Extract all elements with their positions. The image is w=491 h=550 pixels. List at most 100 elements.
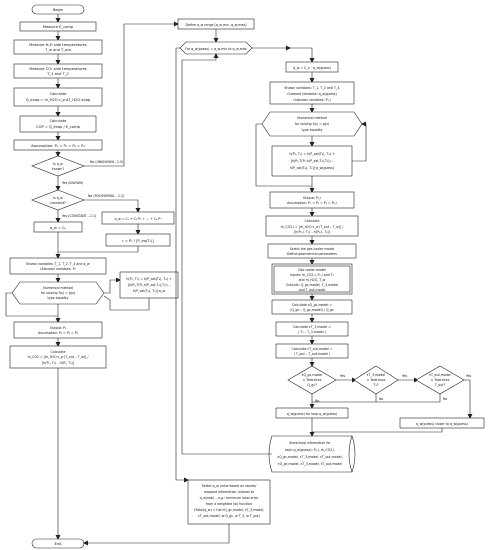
store-line3: εQ_gc,model, εT_3,model, εT_out,model, [277, 455, 342, 459]
measure-h2o-line1: Measure H₂O side temperatures [29, 43, 87, 47]
next-left-label: q_w(guess) for loop q_w(guess) [287, 412, 337, 416]
calc-cop-line2: COP = Q_evap / Ė_comp [36, 124, 80, 129]
select-final-line2: mapped information (closest to [204, 490, 254, 494]
eq-left-line1: h(P₂, T₂) = h(P_sat(T₄), T₄) + [126, 277, 172, 281]
q-constant-line2: constant? [50, 201, 66, 205]
yes-constant-label: Yes (CONSTANT - 2.1) [62, 214, 96, 218]
calc-cop-line1: Calculate [50, 119, 68, 123]
numerical-right-line1: Numerical method [297, 116, 327, 120]
calc-m-left-line3: [h(P₂, T₂) – h(P₂, T₃)] [42, 361, 74, 365]
d2-no: No [379, 397, 383, 401]
r-label: r = P₂ / [P_eq(T₂)] [122, 239, 154, 243]
select-model-line1: Select the gas cooler model [290, 247, 335, 251]
numerical-left-line1: Numerical method [43, 286, 73, 290]
d1-line2: < Tolerance [303, 378, 322, 382]
d1-line1: εQ_gc,model [302, 373, 323, 377]
q-constant-decision [31, 189, 85, 211]
output-right-box [269, 191, 355, 209]
gc-model-box [271, 263, 353, 295]
calc-etout-line1: Calculate εT_out,model = [291, 347, 332, 351]
eq-left-line2: [h(P₂,T(P₂,h(P_sat,T₄),T₂)) – [128, 283, 171, 287]
d3-line1: εT_out,model [429, 373, 451, 377]
q-known-line1: Is q_w [53, 162, 63, 166]
define-range-label: Define q_w range [q_w,min, q_w,max] [186, 23, 247, 27]
calc-eq-line2: (Q_gc – Q_gc,model) / Q_gc [290, 308, 334, 312]
select-final-box [187, 479, 271, 525]
d1-yes: Yes [340, 374, 345, 378]
measure-co2-line1: Measure CO₂ side temperatures [29, 67, 86, 71]
select-final-line5: εTotal(q_w) = f(w·εQ_gc,model, εT_3,mode… [194, 508, 264, 512]
gc-model-line3: and ṁ_H2O, T_w [299, 278, 326, 282]
store-line1: Store/map information for [289, 441, 331, 445]
numerical-left-line2: for solving f(x) = g(x) [41, 291, 75, 295]
gc-model-line2: Inputs: ṁ_CO2,i, P₂,i and T₂ [290, 273, 334, 277]
known-vars-right-line2: Guessed variables: q_w(guess) [287, 92, 336, 96]
d2-line2: < Tolerance [367, 378, 386, 382]
select-final-line4: from a weighted (w) function [206, 502, 252, 506]
calc-q-box [13, 87, 103, 107]
measure-h2o-line2: T_w and T_out [44, 48, 71, 52]
eq-box-left [119, 271, 179, 299]
eq-left-line3: h(P_sat(T₄), T₂)]·q_w [133, 289, 166, 293]
d2-line3: T₃? [373, 383, 379, 387]
d3-yes: Yes [466, 374, 471, 378]
calc-m-left-line2: ṁ_CO2 = [ṁ_H2O·c_p·(T_out – T_w)] / [28, 355, 90, 359]
known-vars-right-line1: Known variables: T_1, T_2 and T_4 [284, 86, 339, 90]
qw-c0-label: q_w = C₀ [50, 226, 67, 230]
calc-etout-line2: | T_out – T_out,model | [294, 352, 330, 356]
yes-known-label: Yes (KNOWN) [62, 181, 83, 185]
known-vars-line2: Unknown variables: P₂ [40, 267, 76, 271]
d3-line2: < Tolerance [431, 378, 450, 382]
d1-no: No [315, 399, 319, 403]
assumption1-label: Assumption: P₁ = P₂ = P₃ = P₄ [31, 144, 85, 148]
gc-model-line1: Gas cooler model [298, 268, 326, 272]
q-known-decision [31, 155, 85, 177]
measure-ecomp-label: Measure Ė_comp [43, 24, 74, 29]
no-unknown-label: No (UNKNOWN - 2.5) [90, 160, 123, 164]
q-constant-line1: Is q_w [53, 196, 63, 200]
no-polynomial-label: No (POLYNOMIAL - 2.2) [88, 194, 124, 198]
known-vars-right-line3: Unknown variables: P₂,i [293, 98, 331, 102]
d2-yes: Yes [402, 374, 407, 378]
numerical-right-line2: for solving f(x) = g(x) [295, 122, 329, 126]
select-final-line3: q_w(real) – e.g.: minimum total error [200, 496, 259, 500]
output-left-line1: Output: P₂ [50, 326, 67, 330]
calc-eq-line1: Calculate εQ_gc,model = [292, 303, 332, 307]
select-model-line2: Define geometrical parameters [287, 252, 337, 256]
end-label: End [55, 542, 62, 546]
known-vars-box [9, 257, 107, 275]
known-vars-line1: Known variables: T_1, T_2, T_4 and q_w [26, 262, 90, 266]
store-line2: each q_w(guess): P₂,i, ṁ_CO2,i, [285, 448, 335, 452]
output-left-line2: Assumption: P₁ = P₂ = P₃ [38, 331, 79, 335]
output-right-line1: Output: P₂,i [303, 196, 321, 200]
measure-co2-line2: T_1 and T_2 [46, 72, 69, 76]
calc-m-right-line1: Calculate [305, 219, 320, 223]
calc-m-left-line1: Calculate [51, 350, 66, 354]
next-right-label: q_w(guess) closer to q_w(guess) [416, 422, 468, 426]
calc-q-line2: Q_evap = ṁ_H2O·c_p·ΔT_H2O,evap [26, 98, 91, 102]
output-right-line2: Assumption: P₁ = P₂ = P₃ = P₂,i [287, 201, 337, 205]
store-line4: εQ_gc,model, εT_3,model, εT_out,model [278, 462, 342, 466]
select-final-line6: εT_out,model, w·Q_gc, w·T_3, w·T_out) [198, 514, 260, 518]
select-final-line1: Select q_w value based on stored/ [202, 484, 258, 488]
eq-right-line1: h(P₂, T₂) = h(P_sat(T₄), T₄) + [289, 152, 335, 156]
calc-et3-line2: | T₃ – T_3,model | [298, 330, 326, 334]
d1-line3: Q_gc? [307, 383, 317, 387]
poly-label: q_w = C₀ + C₁·P₁ + ... + Cₙ·Pⁿ [115, 217, 163, 221]
calc-q-line1: Calculate [50, 92, 68, 96]
d3-line3: T_out? [434, 383, 446, 387]
d3-no: No [443, 397, 447, 401]
calc-et3-line1: Calculate εT_3,model = [293, 325, 331, 329]
calc-m-right-line3: [h(P₂,i, T₂) – h(P₂,i, T₃)] [294, 230, 330, 234]
numerical-left-line3: type equality [48, 296, 69, 300]
for-loop-label: For q_w(guess) = q_w,min to q_w,max [185, 47, 246, 51]
output-left-box [13, 321, 103, 339]
qw-cn-label: q_w = C_n · q_w(guess) [293, 66, 331, 70]
numerical-right-line3: type equality [302, 128, 323, 132]
eq-right-line2: [h(P₂,T(P₂,h(P_sat,T₄),T₂)) – [291, 159, 334, 163]
d2-line1: εT_3,model [367, 373, 385, 377]
q-known-line2: known? [52, 167, 64, 171]
gc-model-line5: and T_out,model [299, 288, 326, 292]
eq-right-line3: h(P_sat(T₄), T₂)]·q_w(guess) [290, 166, 334, 170]
